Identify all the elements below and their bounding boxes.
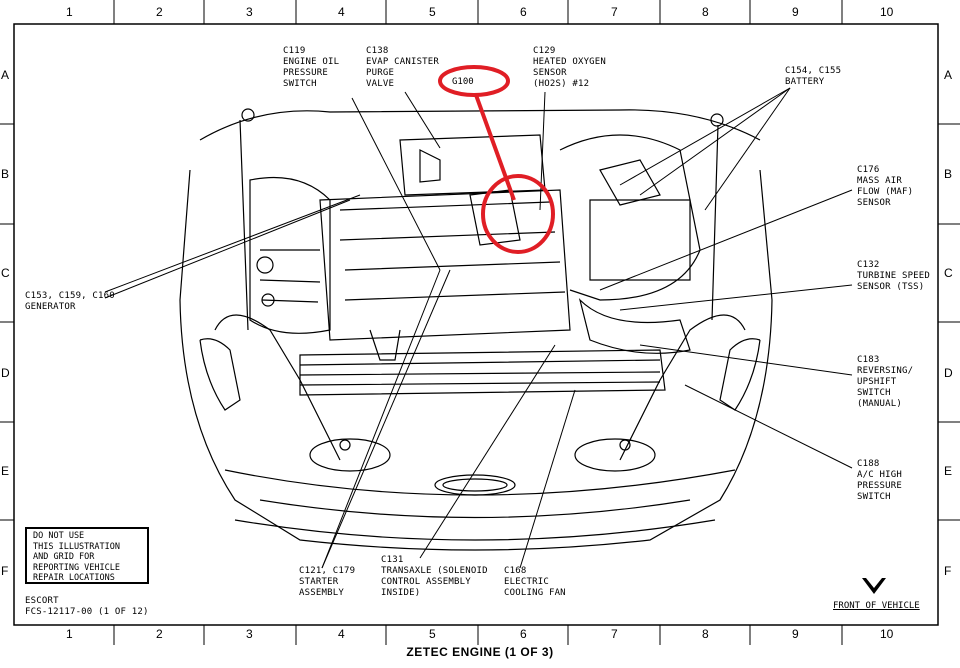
callout-c121-starter-assembly: C121, C179 STARTER ASSEMBLY [299, 566, 356, 598]
grid-col-6-bottom: 6 [520, 627, 527, 641]
callout-c131-transaxle: C131 TRANSAXLE (SOLENOID CONTROL ASSEMBL… [381, 555, 488, 598]
g100-highlight [438, 65, 555, 254]
grid-col-4-bottom: 4 [338, 627, 345, 641]
grid-row-c: C [1, 266, 10, 280]
grid-col-4: 4 [338, 5, 345, 19]
notice-text: DO NOT USE THIS ILLUSTRATION AND GRID FO… [33, 531, 120, 583]
grid-row-b-right: B [944, 167, 953, 181]
grid-row-c-right: C [944, 266, 953, 280]
grid-col-3: 3 [246, 5, 253, 19]
callout-c153-generator: C153, C159, C160 GENERATOR [25, 291, 115, 312]
grid-row-f-right: F [944, 564, 952, 578]
grid-col-8: 8 [702, 5, 709, 19]
grid-col-10-bottom: 10 [880, 627, 894, 641]
grid-col-3-bottom: 3 [246, 627, 253, 641]
grid-col-1-bottom: 1 [66, 627, 73, 641]
grid-col-9-bottom: 9 [792, 627, 799, 641]
callout-c132-turbine-speed-sensor: C132 TURBINE SPEED SENSOR (TSS) [857, 260, 931, 292]
callout-c183-reversing-upshift-switch: C183 REVERSING/ UPSHIFT SWITCH (MANUAL) [857, 355, 914, 409]
front-of-vehicle-label: FRONT OF VEHICLE [833, 601, 920, 611]
front-arrow-icon [862, 578, 886, 594]
grid-row-d-right: D [944, 366, 953, 380]
grid-col-7-bottom: 7 [611, 627, 618, 641]
callout-c168-electric-cooling-fan: C168 ELECTRIC COOLING FAN [504, 566, 566, 598]
grid-col-10: 10 [880, 5, 894, 19]
g100-pointer-line [474, 94, 516, 201]
grid-col-2: 2 [156, 5, 163, 19]
grid-row-a-right: A [944, 68, 953, 82]
grid-col-5: 5 [429, 5, 436, 19]
callout-c154-battery: C154, C155 BATTERY [785, 66, 842, 87]
callout-c129-heated-oxygen-sensor: C129 HEATED OXYGEN SENSOR (HO2S) #12 [533, 46, 607, 89]
notice-box: DO NOT USE THIS ILLUSTRATION AND GRID FO… [25, 527, 149, 584]
grid-col-2-bottom: 2 [156, 627, 163, 641]
grid-col-8-bottom: 8 [702, 627, 709, 641]
g100-label-ring [438, 65, 510, 97]
grid-row-e-right: E [944, 464, 953, 478]
grid-row-b: B [1, 167, 10, 181]
grid-row-d: D [1, 366, 10, 380]
callout-c119-engine-oil-pressure-switch: C119 ENGINE OIL PRESSURE SWITCH [283, 46, 340, 89]
grid-frame [13, 23, 939, 626]
g100-label: G100 [452, 77, 474, 87]
callout-c188-ac-high-pressure-switch: C188 A/C HIGH PRESSURE SWITCH [857, 459, 902, 502]
g100-location-ring [481, 174, 555, 254]
callout-c138-evap-canister-purge-valve: C138 EVAP CANISTER PURGE VALVE [366, 46, 440, 89]
figure-id: FCS-12117-00 (1 OF 12) [25, 607, 149, 617]
grid-col-9: 9 [792, 5, 799, 19]
callout-leader-lines [104, 87, 853, 569]
callout-c176-maf-sensor: C176 MASS AIR FLOW (MAF) SENSOR [857, 165, 914, 208]
model-name: ESCORT [25, 596, 59, 606]
engine-bay-drawing [179, 108, 773, 551]
grid-row-a: A [1, 68, 10, 82]
grid-col-7: 7 [611, 5, 618, 19]
grid-ticks [0, 0, 960, 645]
grid-col-1: 1 [66, 5, 73, 19]
grid-row-f: F [1, 564, 9, 578]
diagram-title: ZETEC ENGINE (1 OF 3) [406, 645, 554, 659]
grid-row-e: E [1, 464, 10, 478]
grid-col-6: 6 [520, 5, 527, 19]
grid-col-5-bottom: 5 [429, 627, 436, 641]
